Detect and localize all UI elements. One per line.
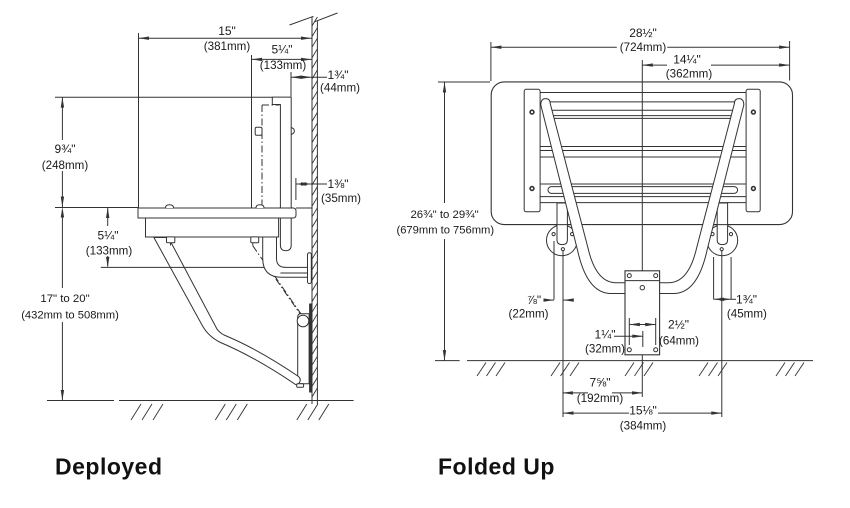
svg-text:(362mm): (362mm) — [666, 68, 713, 81]
svg-text:1¾": 1¾" — [736, 293, 757, 307]
svg-text:(45mm): (45mm) — [727, 308, 767, 321]
svg-text:15": 15" — [218, 24, 236, 38]
svg-text:(44mm): (44mm) — [320, 82, 360, 95]
svg-text:28½": 28½" — [629, 26, 657, 40]
svg-text:(32mm): (32mm) — [585, 343, 625, 356]
svg-text:1¼": 1¼" — [595, 328, 616, 342]
svg-text:(133mm): (133mm) — [86, 245, 133, 258]
svg-text:(248mm): (248mm) — [42, 159, 89, 172]
svg-text:(679mm to 756mm): (679mm to 756mm) — [396, 225, 494, 237]
svg-text:2½": 2½" — [668, 318, 689, 332]
svg-text:7⅝": 7⅝" — [590, 376, 611, 390]
svg-text:(133mm): (133mm) — [260, 59, 307, 72]
svg-text:(384mm): (384mm) — [620, 419, 667, 432]
svg-text:(724mm): (724mm) — [620, 41, 667, 54]
svg-text:(64mm): (64mm) — [659, 335, 699, 348]
svg-text:Folded Up: Folded Up — [438, 454, 555, 480]
svg-text:26¾" to 29¾": 26¾" to 29¾" — [410, 209, 478, 221]
svg-text:1¾": 1¾" — [328, 68, 349, 82]
svg-text:5¼": 5¼" — [272, 43, 293, 57]
svg-text:⅞": ⅞" — [527, 293, 541, 307]
svg-text:(432mm to 508mm): (432mm to 508mm) — [21, 310, 119, 322]
svg-text:5¼": 5¼" — [98, 229, 119, 243]
svg-text:(35mm): (35mm) — [321, 192, 361, 205]
svg-text:14¼": 14¼" — [673, 53, 701, 67]
svg-text:(22mm): (22mm) — [509, 308, 549, 321]
svg-text:17" to 20": 17" to 20" — [40, 293, 89, 305]
svg-text:15⅛": 15⅛" — [629, 404, 657, 418]
svg-text:(381mm): (381mm) — [204, 40, 251, 53]
svg-text:9¾": 9¾" — [55, 142, 76, 156]
svg-text:(192mm): (192mm) — [577, 392, 624, 405]
svg-text:Deployed: Deployed — [55, 454, 163, 480]
svg-text:1⅜": 1⅜" — [328, 177, 349, 191]
